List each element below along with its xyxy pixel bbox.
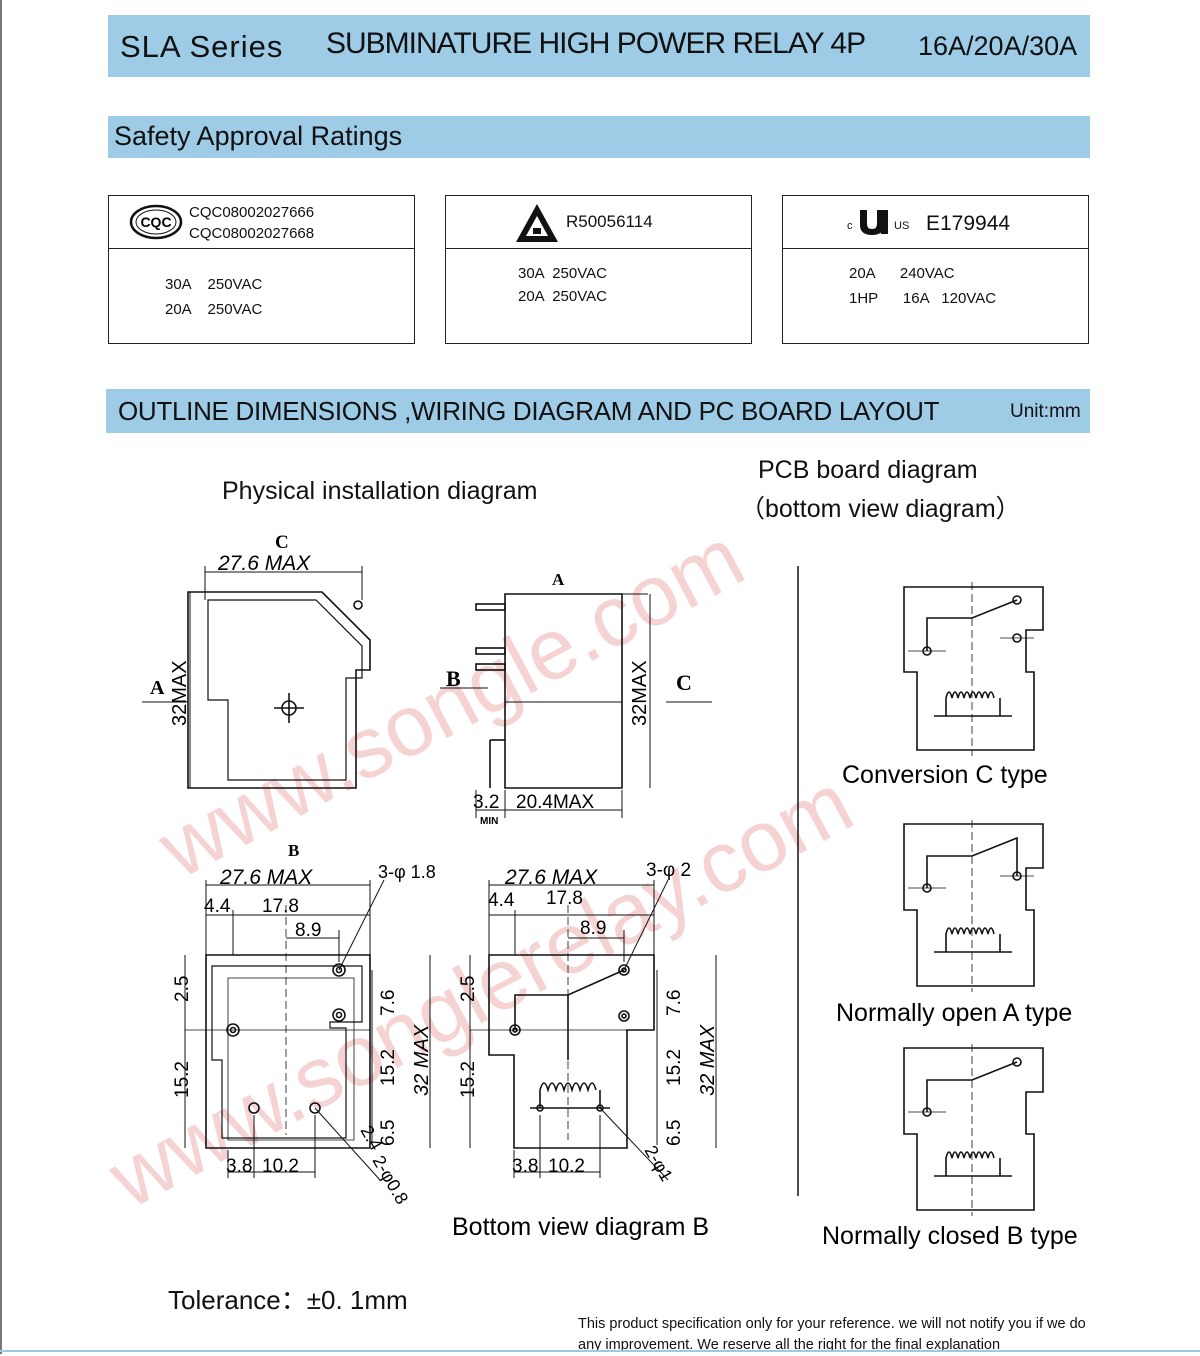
- cqc-cert-box: CQC CQC08002027666 CQC08002027668 30A 25…: [108, 195, 415, 344]
- tuv-triangle-icon: [516, 204, 558, 242]
- dim-6-5-left: 6.5: [378, 1120, 399, 1146]
- dim-4-4-left: 4.4: [204, 896, 231, 917]
- dim-pin-length: 3.2: [473, 792, 499, 813]
- view-a-arrow-label: A: [150, 677, 165, 699]
- dim-width-bottom-left: 27.6 MAX: [219, 866, 313, 889]
- dim-15-2-inner-left: 15.2: [378, 1049, 399, 1086]
- ul-logo-icon: [860, 210, 888, 235]
- bottom-view-title: Bottom view diagram B: [452, 1213, 709, 1241]
- disclaimer-note: This product specification only for your…: [578, 1316, 1086, 1353]
- tuv-cert-header: R50056114: [446, 196, 751, 249]
- hole-spec-left-small: 2-φ0.8: [369, 1152, 413, 1208]
- dim-8-9-left: 8.9: [295, 920, 321, 941]
- view-c-label: C: [275, 532, 289, 553]
- tuv-rating-2: 20A 250VAC: [518, 288, 607, 305]
- dim-8-9-right: 8.9: [580, 918, 606, 939]
- unit-label: Unit:mm: [1010, 401, 1081, 422]
- hole-spec-left: 3-φ 1.8: [378, 862, 436, 882]
- ul-rating-1: 20A 240VAC: [849, 265, 955, 282]
- view-a-label: A: [552, 570, 565, 589]
- view-b-label: B: [288, 841, 299, 860]
- pcb-type-b-label: Normally closed B type: [822, 1222, 1078, 1250]
- bottom-view-b-right-drawing: [469, 879, 717, 1181]
- dim-width-bottom-right: 27.6 MAX: [504, 866, 598, 889]
- dim-2-5-right: 2.5: [458, 976, 479, 1002]
- dim-17-8-left: 17.8: [262, 896, 299, 917]
- hole-spec-right-small: 2-φ1: [641, 1142, 677, 1185]
- pcb-conversion-c: [903, 582, 1044, 756]
- dim-32max-right: 32 MAX: [697, 1024, 719, 1096]
- svg-text:CQC: CQC: [140, 214, 171, 230]
- dim-height-top: 32MAX: [169, 660, 191, 726]
- pcb-type-c-label: Conversion C type: [842, 761, 1048, 789]
- dim-4-4-right: 4.4: [488, 890, 515, 911]
- pcb-normally-open-a: [903, 820, 1044, 992]
- dim-width-top: 27.6 MAX: [217, 552, 311, 575]
- dim-depth: 20.4MAX: [516, 792, 594, 813]
- ul-cert-box: c US E179944 20A 240VAC 1HP 16A 120VAC: [782, 195, 1089, 344]
- outline-heading: OUTLINE DIMENSIONS ,WIRING DIAGRAM AND P…: [118, 396, 940, 426]
- title-banner: SLA Series SUBMINATURE HIGH POWER RELAY …: [108, 15, 1090, 77]
- dim-7-6-right: 7.6: [664, 990, 685, 1016]
- cqc-cert-header: CQC CQC08002027666 CQC08002027668: [109, 196, 414, 249]
- cqc-number-2: CQC08002027668: [189, 225, 315, 242]
- dim-15-2-left: 15.2: [172, 1061, 193, 1098]
- dim-3-8-left: 3.8: [226, 1156, 252, 1177]
- bottom-edge-rule: [0, 1350, 1200, 1352]
- safety-heading-banner: Safety Approval Ratings: [108, 116, 1090, 158]
- ul-c-mark: c: [847, 220, 853, 232]
- technical-drawings: www.songle.com www.songlerelay.com C 27.…: [93, 509, 1078, 1250]
- dim-3-8-right: 3.8: [512, 1156, 538, 1177]
- series-name: SLA Series: [120, 29, 284, 64]
- left-edge-rule: [0, 0, 2, 1354]
- product-title: SUBMINATURE HIGH POWER RELAY 4P: [326, 27, 866, 60]
- side-view-a-drawing: [440, 593, 712, 818]
- dim-height-side: 32MAX: [629, 660, 651, 726]
- ul-us-mark: US: [894, 220, 910, 232]
- ul-cert-header: c US E179944: [783, 196, 1088, 249]
- bottom-view-b-left-drawing: [184, 879, 431, 1181]
- pcb-normally-closed-b: [903, 1044, 1044, 1216]
- dim-6-5-right: 6.5: [664, 1120, 685, 1146]
- dim-15-2-inner-right: 15.2: [664, 1049, 685, 1086]
- dim-10-2-left: 10.2: [262, 1156, 299, 1177]
- dim-32max-left: 32 MAX: [411, 1024, 433, 1096]
- dim-17-8-right: 17.8: [546, 888, 583, 909]
- pcb-type-a-label: Normally open A type: [836, 999, 1072, 1027]
- tuv-number: R50056114: [566, 212, 653, 231]
- dim-min-label: MIN: [480, 816, 498, 827]
- cqc-rating-2: 20A 250VAC: [165, 301, 263, 318]
- view-b-arrow-label: B: [446, 666, 461, 691]
- pcb-diagram-title: PCB board diagram: [758, 456, 978, 484]
- dim-10-2-right: 10.2: [548, 1156, 585, 1177]
- cqc-number-1: CQC08002027666: [189, 204, 315, 221]
- ul-rating-2: 1HP 16A 120VAC: [849, 290, 997, 307]
- top-view-c-drawing: [142, 566, 371, 789]
- dim-2-5-left: 2.5: [172, 976, 193, 1002]
- cqc-logo-icon: CQC: [129, 204, 183, 240]
- tolerance-note: Tolerance：±0. 1mm: [168, 1285, 408, 1315]
- current-ratings: 16A/20A/30A: [918, 31, 1078, 61]
- physical-diagram-title: Physical installation diagram: [222, 477, 538, 505]
- watermark: www.songle.com www.songlerelay.com: [93, 509, 868, 1227]
- hole-spec-right: 3-φ 2: [646, 860, 691, 881]
- tuv-rating-1: 30A 250VAC: [518, 265, 607, 282]
- ul-number: E179944: [926, 212, 1011, 235]
- dim-15-2-right: 15.2: [458, 1061, 479, 1098]
- outline-heading-banner: OUTLINE DIMENSIONS ,WIRING DIAGRAM AND P…: [106, 389, 1090, 433]
- dim-7-6-left: 7.6: [378, 990, 399, 1016]
- cqc-rating-1: 30A 250VAC: [165, 276, 263, 293]
- view-c-arrow-label: C: [676, 670, 692, 695]
- pcb-diagram-subtitle: （bottom view diagram）: [740, 495, 1021, 523]
- safety-heading: Safety Approval Ratings: [114, 121, 403, 151]
- tuv-cert-box: R50056114 30A 250VAC 20A 250VAC: [445, 195, 752, 344]
